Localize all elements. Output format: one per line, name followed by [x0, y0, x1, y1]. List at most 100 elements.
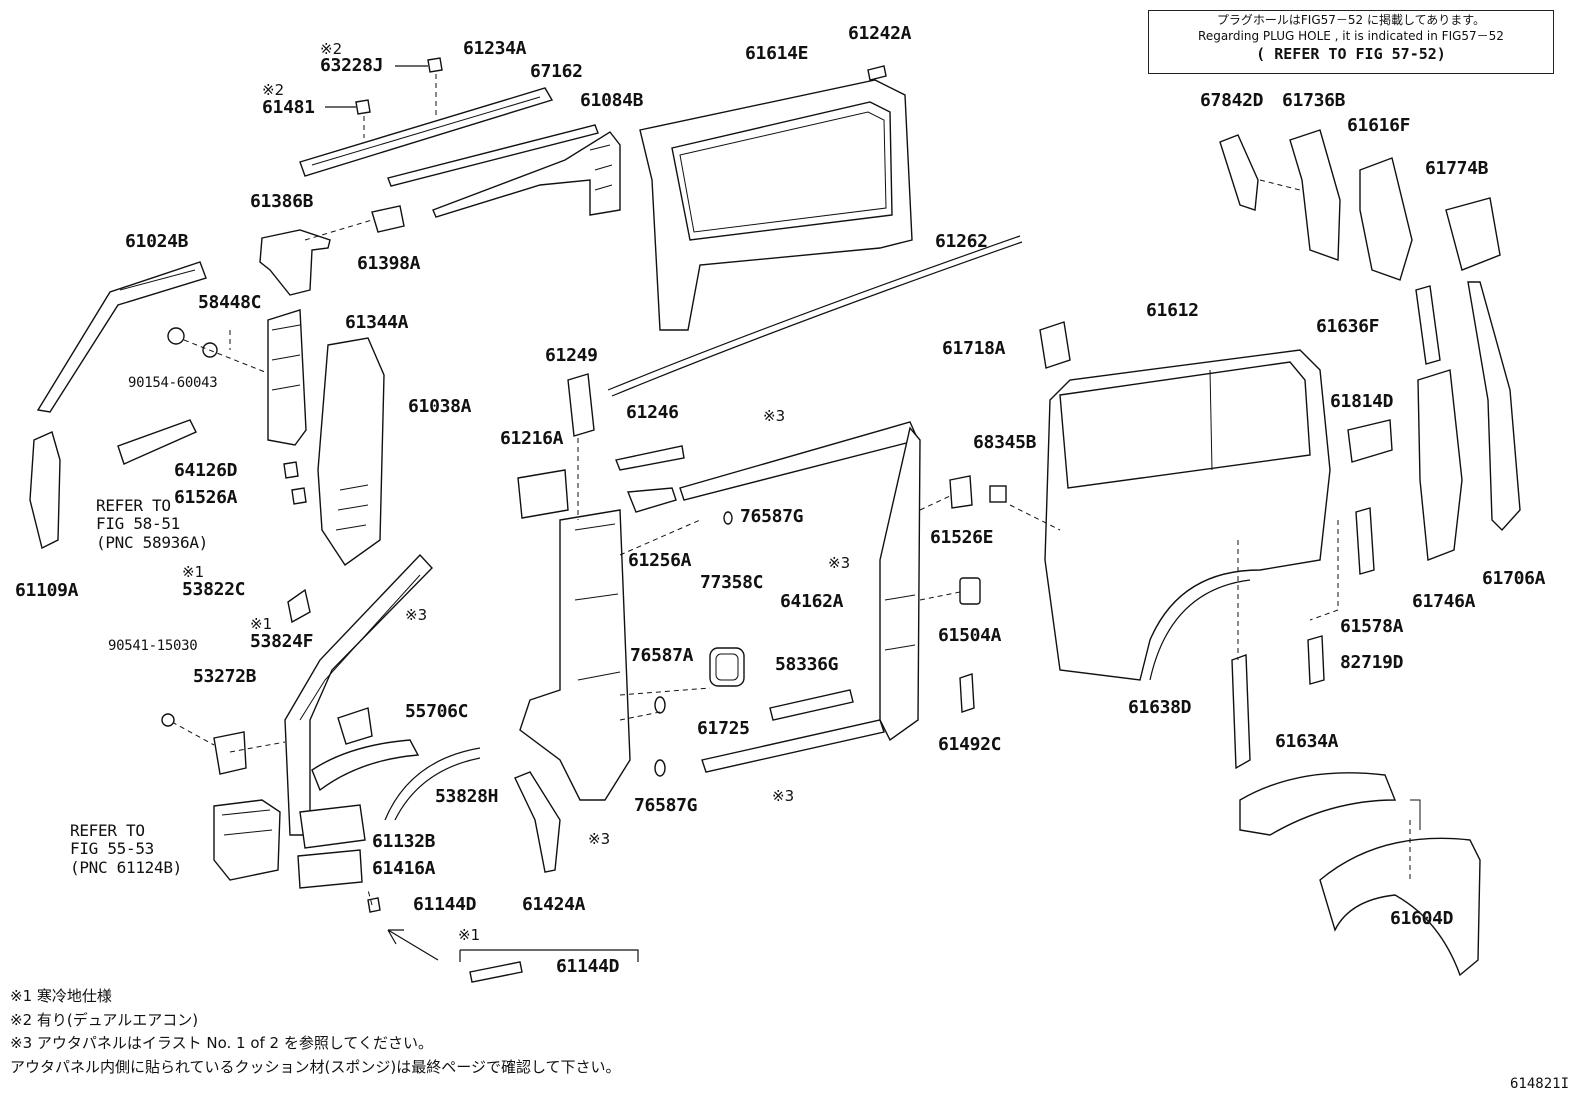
- part-label-61256a[interactable]: 61256A: [628, 550, 692, 571]
- part-label-64126d[interactable]: 64126D: [174, 460, 238, 481]
- part-label-90541-15030[interactable]: 90541-15030: [108, 638, 198, 654]
- bracket-61814d: [1347, 419, 1393, 463]
- part-label-61216a[interactable]: 61216A: [500, 428, 564, 449]
- part-label-67842d[interactable]: 67842D: [1200, 90, 1264, 111]
- bracket-64126d: [283, 461, 307, 505]
- part-label-61132b[interactable]: 61132B: [372, 831, 436, 852]
- part-label-55706c[interactable]: 55706C: [405, 701, 469, 722]
- part-label-53828h[interactable]: 53828H: [435, 786, 499, 807]
- part-label-76587g[interactable]: 76587G: [740, 506, 804, 527]
- part-label-61604d[interactable]: 61604D: [1390, 908, 1454, 929]
- part-label-61398a[interactable]: 61398A: [357, 253, 421, 274]
- clip-61481: [325, 99, 371, 138]
- part-label-61492c[interactable]: 61492C: [938, 734, 1002, 755]
- hinge-55706c: [337, 707, 373, 745]
- leaders: [229, 179, 1411, 906]
- part-label-61526a[interactable]: 61526A: [174, 487, 238, 508]
- pillar-61024b: [36, 261, 207, 413]
- part-label-61249[interactable]: 61249: [545, 345, 598, 366]
- footnote-3: ※3 アウタパネルはイラスト No. 1 of 2 を参照してください。: [10, 1034, 433, 1052]
- part-label-61614e[interactable]: 61614E: [745, 43, 809, 64]
- part-label-61144d-lower[interactable]: 61144D: [556, 956, 620, 977]
- center-pillar: [519, 509, 631, 801]
- part-label-61616f[interactable]: 61616F: [1347, 115, 1411, 136]
- door-frame-front: [284, 553, 433, 836]
- part-label-61725[interactable]: 61725: [697, 718, 750, 739]
- note-mark-2: ※2: [320, 40, 343, 58]
- part-label-61144d[interactable]: 61144D: [413, 894, 477, 915]
- part-label-53824f[interactable]: 53824F: [250, 631, 314, 652]
- part-label-61636f[interactable]: 61636F: [1316, 316, 1380, 337]
- fuel-door-61725: [709, 647, 745, 687]
- roof-rail-61234a: [299, 87, 554, 177]
- note-mark-3: ※3: [772, 787, 795, 805]
- pillar-61746a: [1417, 369, 1463, 561]
- note-mark-3: ※3: [405, 606, 428, 624]
- part-label-61634a[interactable]: 61634A: [1275, 731, 1339, 752]
- part-61424a: [514, 771, 561, 873]
- part-label-53822c[interactable]: 53822C: [182, 579, 246, 600]
- roof-rail-center: [679, 421, 921, 742]
- part-label-61424a[interactable]: 61424A: [522, 894, 586, 915]
- pillar-61736b: [1289, 129, 1341, 261]
- part-label-61242a[interactable]: 61242A: [848, 23, 912, 44]
- bracket-61504a: [959, 577, 981, 605]
- pillar-61109a: [29, 431, 61, 550]
- notice-line-1: プラグホールはFIG57－52 に掲載してあります。: [1216, 13, 1486, 27]
- part-label-64162a[interactable]: 64162A: [780, 591, 844, 612]
- part-label-61344a[interactable]: 61344A: [345, 312, 409, 333]
- part-label-61578a[interactable]: 61578A: [1340, 616, 1404, 637]
- part-label-61109a[interactable]: 61109A: [15, 580, 79, 601]
- pillar-61636f: [1415, 285, 1441, 365]
- part-label-58336g[interactable]: 58336G: [775, 654, 839, 675]
- part-label-63228j[interactable]: 63228J: [320, 55, 384, 76]
- note-mark-3: ※3: [763, 407, 786, 425]
- part-label-68345b[interactable]: 68345B: [973, 432, 1037, 453]
- part-label-61386b[interactable]: 61386B: [250, 191, 314, 212]
- part-label-61024b[interactable]: 61024B: [125, 231, 189, 252]
- notice-line-2: Regarding PLUG HOLE , it is indicated in…: [1198, 28, 1504, 43]
- part-label-61526e[interactable]: 61526E: [930, 527, 994, 548]
- part-label-61612[interactable]: 61612: [1146, 300, 1199, 321]
- part-label-61481[interactable]: 61481: [262, 97, 315, 118]
- refer-line-1: REFER TO: [96, 496, 171, 515]
- part-label-61504a[interactable]: 61504A: [938, 625, 1002, 646]
- pillar-61706a: [1467, 281, 1521, 532]
- wheelhouse-61604d: [1319, 799, 1481, 977]
- bolt-90154: [167, 327, 266, 373]
- refer-line-2: FIG 55-53: [70, 839, 154, 859]
- part-label-61084b[interactable]: 61084B: [580, 90, 644, 111]
- part-label-61416a[interactable]: 61416A: [372, 858, 436, 879]
- note-mark-1: ※1: [182, 563, 205, 581]
- note-mark-3: ※3: [828, 554, 851, 572]
- refer-line-2: FIG 58-51: [96, 514, 180, 534]
- part-label-53272b[interactable]: 53272B: [193, 666, 257, 687]
- part-label-61234a[interactable]: 61234A: [463, 38, 527, 59]
- rail-67162: [387, 124, 599, 187]
- part-label-61814d[interactable]: 61814D: [1330, 391, 1394, 412]
- part-label-61736b[interactable]: 61736B: [1282, 90, 1346, 111]
- part-label-76587a[interactable]: 76587A: [630, 645, 694, 666]
- part-label-67162[interactable]: 67162: [530, 61, 583, 82]
- part-label-76587g-b[interactable]: 76587G: [634, 795, 698, 816]
- part-label-61038a[interactable]: 61038A: [408, 396, 472, 417]
- footnote-4: アウタパネル内側に貼られているクッション材(スポンジ)は最終ページで確認して下さ…: [10, 1058, 621, 1076]
- part-label-61262[interactable]: 61262: [935, 231, 988, 252]
- part-label-58448c[interactable]: 58448C: [198, 292, 262, 313]
- note-mark-2: ※2: [262, 81, 285, 99]
- grommets: [654, 511, 733, 777]
- part-label-61774b[interactable]: 61774B: [1425, 158, 1489, 179]
- bracket-61246: [615, 445, 685, 471]
- part-label-61706a[interactable]: 61706A: [1482, 568, 1546, 589]
- part-label-90154-60043[interactable]: 90154-60043: [128, 375, 218, 391]
- figure-number: 614821I: [1510, 1076, 1570, 1092]
- part-label-77358c[interactable]: 77358C: [700, 572, 764, 593]
- bracket-61386b: [259, 229, 331, 296]
- part-label-82719d[interactable]: 82719D: [1340, 652, 1404, 673]
- panel-61416a: [297, 849, 363, 889]
- part-label-61746a[interactable]: 61746A: [1412, 591, 1476, 612]
- part-label-61638d[interactable]: 61638D: [1128, 697, 1192, 718]
- part-label-61246[interactable]: 61246: [626, 402, 679, 423]
- part-label-61718a[interactable]: 61718A: [942, 338, 1006, 359]
